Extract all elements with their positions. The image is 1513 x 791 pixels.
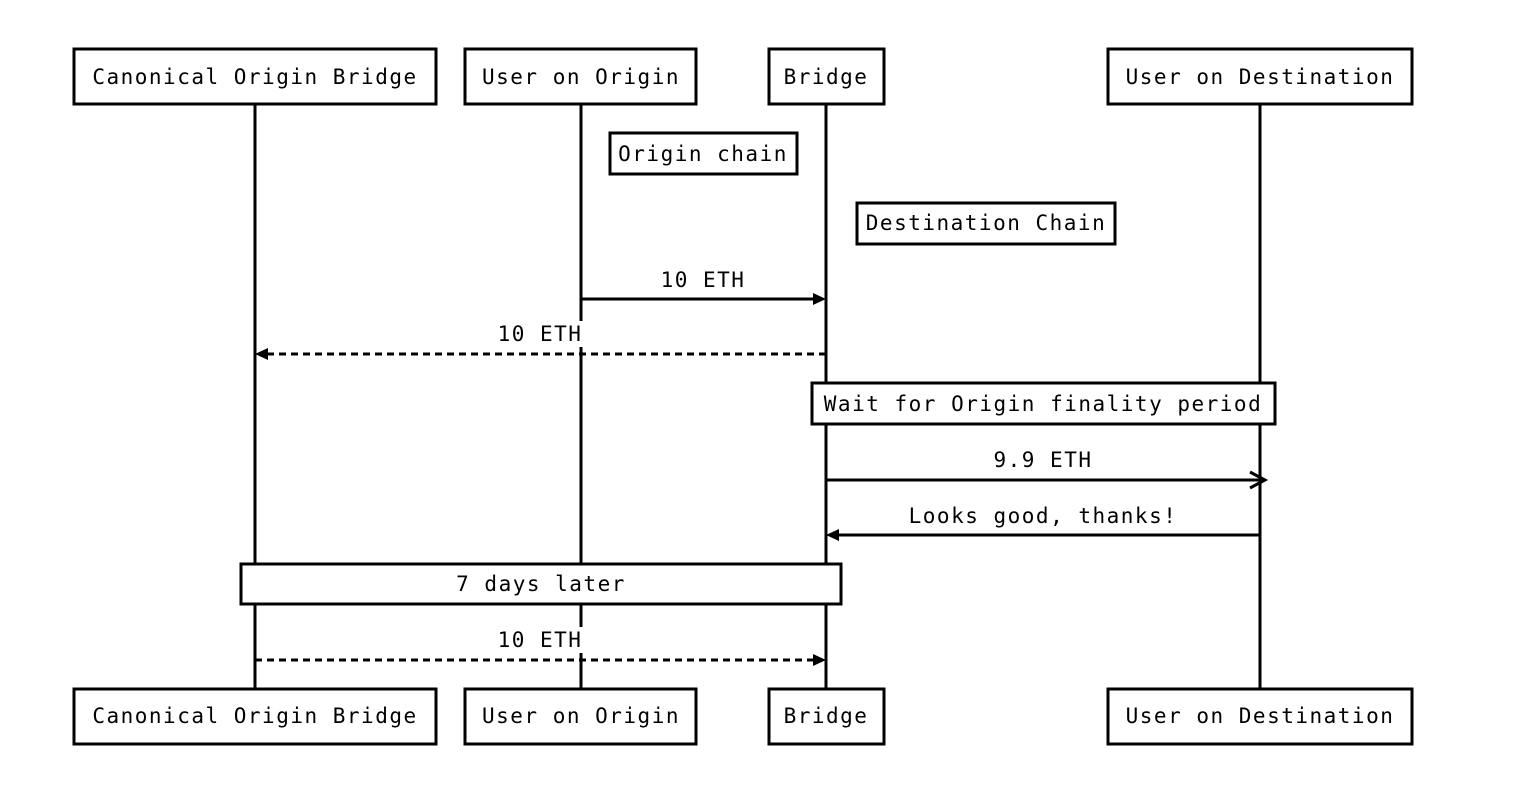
note-label: Wait for Origin finality period: [824, 392, 1262, 416]
note-destination-chain: Destination Chain: [855, 201, 1117, 246]
message-bridge-to-canonical: 10 ETH: [255, 321, 826, 360]
arrowhead-filled: [826, 529, 839, 541]
participant-bottom-user-on-destination: User on Destination: [1106, 687, 1414, 746]
participant-bottom-bridge: Bridge: [767, 687, 886, 746]
note-wait-finality: Wait for Origin finality period: [810, 381, 1277, 426]
participant-label: User on Destination: [1126, 704, 1395, 728]
participant-top-bridge: Bridge: [767, 47, 886, 106]
message-bridge-to-user-destination: 9.9 ETH: [826, 448, 1269, 490]
participant-label: User on Origin: [482, 704, 680, 728]
message-label: 10 ETH: [498, 322, 583, 346]
participant-label: Bridge: [784, 704, 869, 728]
participant-bottom-user-on-origin: User on Origin: [463, 687, 698, 746]
note-label: Origin chain: [618, 142, 788, 166]
note-label: 7 days later: [456, 572, 626, 596]
arrowhead-filled: [255, 348, 268, 360]
participant-label: Bridge: [784, 65, 869, 89]
participant-top-user-on-origin: User on Origin: [463, 47, 698, 106]
note-label: Destination Chain: [866, 211, 1106, 235]
arrowhead-filled: [813, 654, 826, 666]
note-seven-days-later: 7 days later: [239, 562, 843, 606]
arrowhead-open: [1249, 470, 1269, 490]
message-label: 9.9 ETH: [993, 448, 1092, 472]
arrowhead-filled: [813, 293, 826, 305]
message-label: Looks good, thanks!: [909, 504, 1178, 528]
message-label: 10 ETH: [661, 268, 746, 292]
participant-bottom-canonical-origin-bridge: Canonical Origin Bridge: [72, 687, 438, 746]
participant-label: User on Origin: [482, 65, 680, 89]
participant-label: Canonical Origin Bridge: [92, 704, 417, 728]
message-canonical-to-bridge: 10 ETH: [255, 627, 826, 666]
participant-label: User on Destination: [1126, 65, 1395, 89]
participant-label: Canonical Origin Bridge: [92, 65, 417, 89]
message-user-origin-to-bridge: 10 ETH: [581, 268, 826, 305]
participant-top-canonical-origin-bridge: Canonical Origin Bridge: [72, 47, 438, 106]
participant-top-user-on-destination: User on Destination: [1106, 47, 1414, 106]
note-origin-chain: Origin chain: [608, 131, 799, 176]
message-user-destination-to-bridge: Looks good, thanks!: [826, 504, 1260, 541]
message-label: 10 ETH: [498, 628, 583, 652]
